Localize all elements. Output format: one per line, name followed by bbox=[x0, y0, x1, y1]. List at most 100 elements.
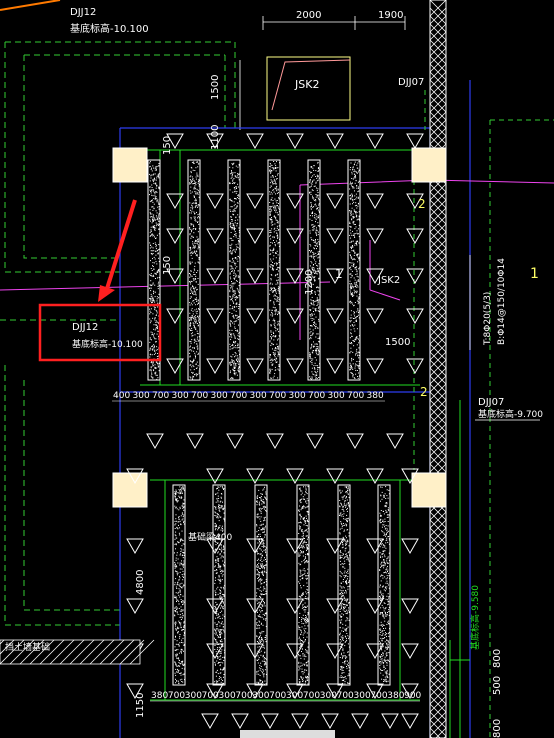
red-highlight-box bbox=[38, 303, 162, 362]
triangle-marker-15 bbox=[166, 228, 184, 245]
dims-lower-label-16: 900 bbox=[404, 691, 421, 701]
jsk2-marker bbox=[271, 59, 351, 111]
triangle-marker-27 bbox=[366, 268, 384, 285]
bottom-bar bbox=[240, 730, 335, 738]
triangle-marker-46 bbox=[266, 433, 284, 450]
triangle-marker-16 bbox=[206, 228, 224, 245]
triangle-marker-32 bbox=[286, 308, 304, 325]
pile-strips-upper bbox=[147, 159, 361, 381]
axis-1-label: 1 bbox=[530, 266, 539, 282]
triangle-marker-80 bbox=[246, 683, 264, 700]
orange-line bbox=[0, 0, 61, 11]
triangle-marker-7 bbox=[406, 133, 424, 150]
dims-upper-label-6: 300 bbox=[211, 391, 228, 401]
pile-strip-upper-3 bbox=[227, 159, 241, 381]
dims-upper-label-14: 380 bbox=[367, 391, 384, 401]
dim-150: 150 bbox=[162, 136, 173, 155]
dim-800: 800 bbox=[492, 649, 503, 668]
left-foundation-outline bbox=[0, 41, 236, 626]
triangle-marker-54 bbox=[326, 468, 344, 485]
triangle-marker-91 bbox=[381, 713, 399, 730]
triangle-marker-64 bbox=[126, 598, 144, 615]
column-top-left bbox=[112, 147, 148, 183]
triangle-marker-6 bbox=[366, 133, 384, 150]
triangle-marker-59 bbox=[246, 538, 264, 555]
left-hatch-label: 挡土墙基础 bbox=[5, 641, 50, 653]
beam-400-note: 基础梁400 bbox=[188, 531, 232, 543]
dim-1150: 1150 bbox=[135, 693, 146, 718]
red-arrow-head bbox=[98, 285, 115, 302]
triangle-marker-90 bbox=[351, 713, 369, 730]
dims-lower-label-3: 300 bbox=[185, 691, 202, 701]
triangle-marker-82 bbox=[326, 683, 344, 700]
triangle-marker-74 bbox=[286, 643, 304, 660]
dim-1500-top: 1500 bbox=[210, 75, 221, 100]
triangle-marker-75 bbox=[326, 643, 344, 660]
dims-lower-label-15: 380 bbox=[387, 691, 404, 701]
triangle-marker-51 bbox=[206, 468, 224, 485]
triangle-marker-10 bbox=[246, 193, 264, 210]
lower-elevation-note: 基底标高-9.580 bbox=[469, 585, 481, 650]
pile-strip-upper-2 bbox=[187, 159, 201, 381]
right-dashed-lines bbox=[413, 90, 554, 738]
pile-strip-upper-1 bbox=[147, 159, 161, 381]
triangle-marker-37 bbox=[206, 358, 224, 375]
left-hatch-strip bbox=[0, 639, 155, 665]
grid-2-label: 2 bbox=[418, 197, 426, 211]
triangle-marker-17 bbox=[246, 228, 264, 245]
djj12-top-label: DJJ12 bbox=[70, 7, 96, 18]
jsk2-box bbox=[266, 56, 351, 121]
dims-upper-label-3: 700 bbox=[152, 391, 169, 401]
columns bbox=[112, 147, 447, 508]
column-top-right bbox=[411, 147, 447, 183]
triangle-marker-78 bbox=[126, 683, 144, 700]
triangle-marker-8 bbox=[166, 193, 184, 210]
dims-lower-label-1: 380 bbox=[151, 691, 168, 701]
column-mid-right bbox=[411, 472, 447, 508]
red-arrow-shaft bbox=[103, 199, 137, 296]
triangle-marker-22 bbox=[166, 268, 184, 285]
triangle-marker-86 bbox=[231, 713, 249, 730]
dims-upper-label-7: 700 bbox=[230, 391, 247, 401]
triangle-marker-20 bbox=[366, 228, 384, 245]
triangle-marker-18 bbox=[286, 228, 304, 245]
jsk2-top-label: JSK2 bbox=[294, 78, 319, 91]
triangle-marker-33 bbox=[326, 308, 344, 325]
triangle-marker-83 bbox=[366, 683, 384, 700]
triangle-marker-43 bbox=[146, 433, 164, 450]
triangle-marker-58 bbox=[206, 538, 224, 555]
dims-upper-label-1: 400 bbox=[113, 391, 130, 401]
triangle-marker-88 bbox=[291, 713, 309, 730]
pile-strip-lower-1 bbox=[172, 484, 186, 686]
triangle-marker-41 bbox=[366, 358, 384, 375]
pile-strips-lower bbox=[172, 484, 391, 686]
triangle-marker-85 bbox=[201, 713, 219, 730]
triangle-marker-3 bbox=[246, 133, 264, 150]
pile-strip-lower-2 bbox=[212, 484, 226, 686]
dims-lower-label-14: 700 bbox=[370, 691, 387, 701]
triangle-marker-12 bbox=[326, 193, 344, 210]
dims-lower-label-12: 700 bbox=[337, 691, 354, 701]
triangle-marker-70 bbox=[401, 598, 419, 615]
small-label-b: 1 bbox=[335, 267, 343, 281]
triangle-marker-66 bbox=[246, 598, 264, 615]
triangle-marker-45 bbox=[226, 433, 244, 450]
grid-2b-label: 2 bbox=[420, 385, 428, 399]
dims-upper-label-9: 700 bbox=[269, 391, 286, 401]
djj12-mid-elevation: 基底标高-10.100 bbox=[72, 338, 143, 350]
dims-lower-label-11: 300 bbox=[320, 691, 337, 701]
triangle-marker-28 bbox=[406, 268, 424, 285]
dims-lower-label-9: 300 bbox=[286, 691, 303, 701]
dim-500: 500 bbox=[492, 676, 503, 695]
dims-lower-label-7: 300 bbox=[252, 691, 269, 701]
triangle-marker-61 bbox=[326, 538, 344, 555]
triangle-marker-69 bbox=[366, 598, 384, 615]
dims-upper-label-12: 300 bbox=[328, 391, 345, 401]
dims-upper-label-2: 300 bbox=[133, 391, 150, 401]
triangle-marker-79 bbox=[206, 683, 224, 700]
dims-upper-label-10: 300 bbox=[289, 391, 306, 401]
triangle-marker-36 bbox=[166, 358, 184, 375]
jsk2-mid-label: JSK2 bbox=[377, 275, 400, 286]
triangle-marker-77 bbox=[401, 643, 419, 660]
